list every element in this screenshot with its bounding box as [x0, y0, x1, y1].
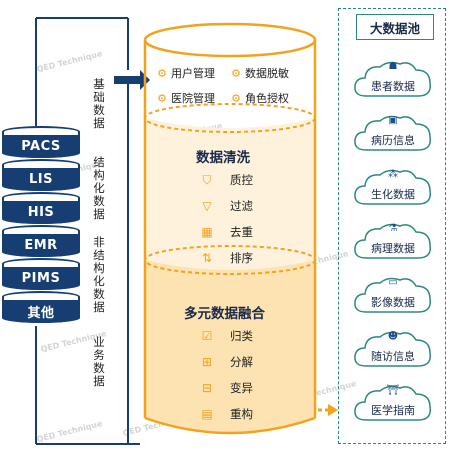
pool-item-imaging: ▭ 影像数据 — [352, 274, 434, 316]
cleaning-step: ⛉质控 — [198, 172, 253, 188]
molecule-icon: ⁂ — [388, 169, 398, 180]
fusion-step: ⊞分解 — [198, 354, 253, 370]
pool-item-biochem: ⁂ 生化数据 — [352, 166, 434, 208]
label-structured-data: 结构化数据 — [93, 155, 105, 221]
mgmt-masking: ⚙数据脱敏 — [231, 66, 289, 81]
pool-item-pathology: ⚗ 病理数据 — [352, 220, 434, 262]
document-icon: ▤ — [201, 407, 213, 421]
fusion-step: ☑归类 — [198, 328, 253, 344]
pool-item-followup: ☻ 随访信息 — [352, 328, 434, 370]
label-business-data: 业务数据 — [93, 335, 105, 388]
database-emr: EMR — [2, 225, 80, 257]
gear-icon: ⚙ — [231, 91, 241, 105]
database-lis: LIS — [2, 159, 80, 191]
classify-icon: ☑ — [201, 329, 213, 343]
label-basic-data: 基础数据 — [93, 77, 105, 130]
database-his: HIS — [2, 192, 80, 224]
gear-icon: ⚙ — [157, 91, 167, 105]
scan-icon: ▭ — [388, 277, 398, 288]
data-pool-panel — [338, 8, 446, 444]
people-icon: ☻ — [387, 331, 399, 342]
pool-item-patient: ☗ 患者数据 — [352, 58, 434, 100]
data-pool-title: 大数据池 — [356, 14, 434, 40]
label-unstructured-data: 非结构化数据 — [93, 235, 105, 314]
fusion-title: 多元数据融合 — [184, 306, 265, 322]
fusion-step: ▤重构 — [198, 406, 253, 422]
shield-icon: ⛉ — [202, 172, 212, 187]
filter-icon: ▽ — [202, 199, 212, 213]
cleaning-step: ▽过滤 — [198, 198, 253, 214]
mgmt-user: ⚙用户管理 — [157, 66, 215, 81]
cleaning-step: ⇅排序 — [198, 250, 253, 266]
database-pacs: PACS — [2, 126, 80, 158]
mgmt-hospital: ⚙医院管理 — [157, 91, 215, 106]
database-pims: PIMS — [2, 258, 80, 290]
gear-icon: ⚙ — [231, 66, 241, 80]
gear-icon: ⚙ — [157, 66, 167, 80]
pool-item-records: ▣ 病历信息 — [352, 112, 434, 154]
podium-icon: ⛩ — [386, 385, 400, 396]
hierarchy-icon: ⊞ — [201, 355, 213, 369]
fusion-step: ⊟变异 — [198, 380, 253, 396]
patient-icon: ☗ — [388, 61, 398, 72]
cleaning-step: ▦去重 — [198, 224, 253, 240]
data-cylinder — [140, 18, 320, 448]
clipboard-icon: ▣ — [388, 115, 398, 126]
mgmt-role: ⚙角色授权 — [231, 91, 289, 106]
dedup-icon: ▦ — [201, 225, 213, 239]
database-other: 其他 — [2, 291, 80, 323]
flask-icon: ⚗ — [388, 223, 398, 234]
hierarchy-icon: ⊟ — [201, 381, 213, 395]
pool-item-guideline: ⛩ 医学指南 — [352, 382, 434, 424]
cleaning-title: 数据清洗 — [196, 150, 250, 166]
sort-icon: ⇅ — [201, 251, 213, 265]
